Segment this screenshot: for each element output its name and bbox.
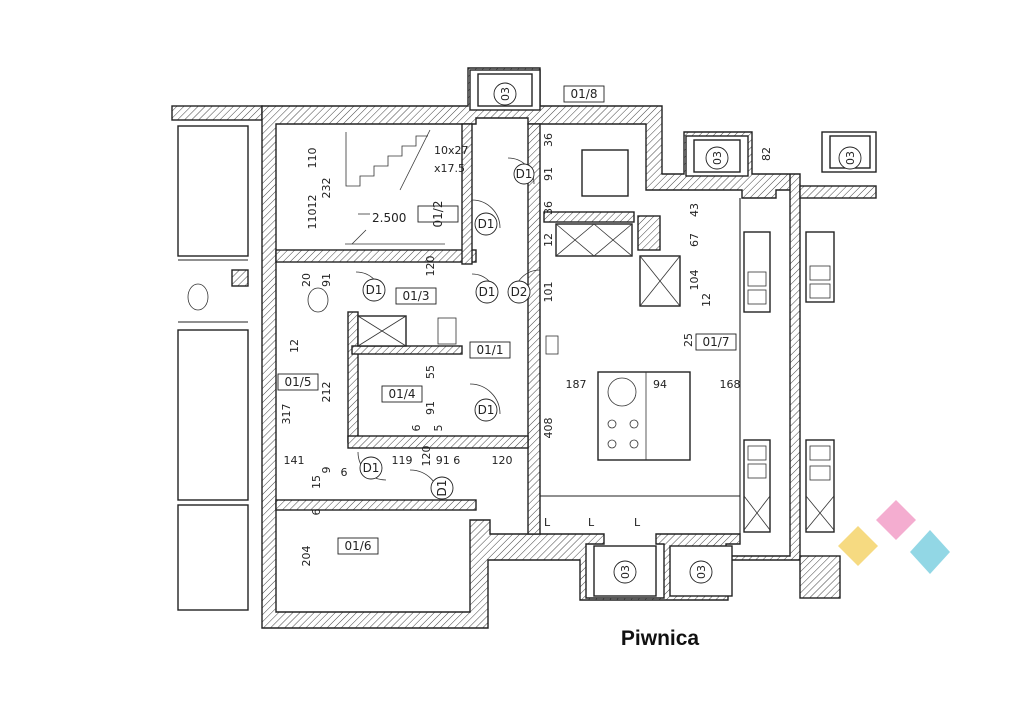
stair-notes: 10x27 x17.5 2.500 L L L [358, 144, 641, 529]
svg-text:120: 120 [492, 454, 513, 467]
svg-text:119: 119 [392, 454, 413, 467]
room-label-11: 01/1 [477, 343, 504, 357]
room-label-18: 01/8 [571, 87, 598, 101]
svg-text:104: 104 [688, 270, 701, 291]
svg-text:5: 5 [432, 425, 445, 432]
svg-text:67: 67 [688, 233, 701, 247]
svg-text:212: 212 [320, 382, 333, 403]
svg-text:D1: D1 [516, 167, 533, 181]
svg-text:15: 15 [310, 475, 323, 489]
dimensions: 110 232 11012 36 91 36 12 101 82 43 67 1… [280, 133, 773, 567]
svg-text:D1: D1 [435, 480, 449, 497]
room-label-16: 01/6 [345, 539, 372, 553]
svg-text:91 6: 91 6 [436, 454, 461, 467]
svg-text:L: L [544, 516, 551, 529]
svg-text:03: 03 [619, 565, 632, 579]
level-mark: 2.500 [372, 211, 406, 225]
svg-text:9: 9 [320, 467, 333, 474]
window-markers: 03 03 03 03 03 [493, 82, 862, 584]
floor-caption: Piwnica [620, 627, 700, 650]
interior-walls [275, 123, 741, 535]
svg-text:82: 82 [760, 147, 773, 161]
svg-text:D1: D1 [366, 283, 383, 297]
svg-text:25: 25 [682, 333, 695, 347]
svg-text:6: 6 [341, 466, 348, 479]
svg-text:43: 43 [688, 203, 701, 217]
svg-text:03: 03 [844, 151, 857, 165]
svg-text:168: 168 [720, 378, 741, 391]
svg-text:11012: 11012 [306, 195, 319, 230]
window-marker: 03 [705, 146, 729, 170]
stairs [345, 129, 445, 245]
svg-text:20: 20 [300, 273, 313, 287]
svg-text:55: 55 [424, 365, 437, 379]
svg-text:L: L [588, 516, 595, 529]
svg-text:D1: D1 [479, 285, 496, 299]
svg-text:03: 03 [695, 565, 708, 579]
stove-ring [607, 377, 637, 407]
doors: D1 D1 D1 D1 D2 D1 D1 D1 [355, 157, 541, 501]
svg-text:36: 36 [542, 133, 555, 147]
kitchen-island [597, 371, 691, 461]
fixtures [307, 149, 771, 533]
room-label-14: 01/4 [389, 387, 416, 401]
svg-text:120: 120 [424, 256, 437, 277]
svg-text:91: 91 [542, 167, 555, 181]
toilet-icon [307, 287, 329, 313]
cabinet-row [555, 223, 633, 257]
svg-text:232: 232 [320, 178, 333, 199]
svg-text:D1: D1 [478, 217, 495, 231]
svg-text:03: 03 [499, 87, 512, 101]
svg-text:101: 101 [542, 282, 555, 303]
svg-text:x17.5: x17.5 [434, 162, 465, 175]
room-label-12: 01/2 [431, 201, 445, 228]
window-marker: 03 [493, 82, 517, 106]
neighbour-left [171, 105, 263, 611]
svg-text:10x27: 10x27 [434, 144, 469, 157]
svg-text:03: 03 [711, 151, 724, 165]
svg-text:120: 120 [420, 446, 433, 467]
window-marker: 03 [838, 146, 862, 170]
svg-text:D1: D1 [363, 461, 380, 475]
sink-icon [437, 317, 457, 345]
svg-text:317: 317 [280, 404, 293, 425]
svg-text:12: 12 [288, 339, 301, 353]
svg-text:110: 110 [306, 148, 319, 169]
svg-text:94: 94 [653, 378, 667, 391]
svg-text:141: 141 [284, 454, 305, 467]
room-label-13: 01/3 [403, 289, 430, 303]
svg-text:36: 36 [542, 201, 555, 215]
svg-text:D2: D2 [511, 285, 528, 299]
svg-text:12: 12 [700, 293, 713, 307]
svg-text:6: 6 [310, 509, 323, 516]
svg-text:6: 6 [410, 425, 423, 432]
svg-text:408: 408 [542, 418, 555, 439]
room-label-15: 01/5 [285, 375, 312, 389]
svg-text:D1: D1 [478, 403, 495, 417]
svg-text:91: 91 [424, 401, 437, 415]
svg-text:12: 12 [542, 233, 555, 247]
toilet-icon [187, 283, 209, 311]
furnace-box [581, 149, 629, 197]
svg-text:204: 204 [300, 546, 313, 567]
svg-text:L: L [634, 516, 641, 529]
window-marker: 03 [613, 560, 637, 584]
svg-text:91: 91 [320, 273, 333, 287]
svg-text:187: 187 [566, 378, 587, 391]
room-labels: 01/8 01/7 01/6 01/5 01/4 01/3 01/2 01/1 [277, 85, 737, 555]
counter-right-lower [743, 439, 771, 533]
room-label-17: 01/7 [703, 335, 730, 349]
neighbour-right [799, 131, 877, 599]
watermark-logo [838, 500, 950, 574]
window-marker: 03 [689, 560, 713, 584]
